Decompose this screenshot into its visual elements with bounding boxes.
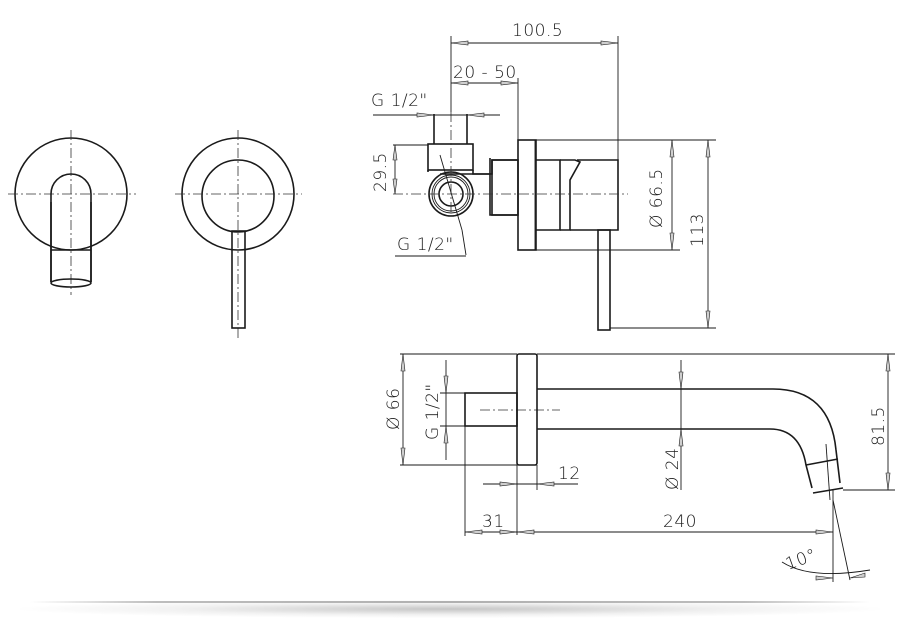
dim-spout-height: 81.5 <box>537 353 895 491</box>
label-spout-height: 81.5 <box>869 406 889 446</box>
dim-body-height: 29.5 <box>371 144 428 195</box>
label-spout-dia: Ø 24 <box>663 448 683 490</box>
dim-inlet-side: G 1/2" <box>395 235 466 257</box>
label-body-height: 29.5 <box>371 152 391 192</box>
side-view-mixer <box>393 112 628 331</box>
label-inlet-top: G 1/2" <box>371 91 428 111</box>
bottom-shadow <box>20 600 880 618</box>
dim-overall-depth: 100.5 <box>450 21 619 160</box>
dim-spout-dia: Ø 24 <box>663 360 684 490</box>
label-inlet-side: G 1/2" <box>397 235 454 255</box>
label-total-height: 113 <box>688 213 708 247</box>
dim-plate-thickness: 12 <box>483 464 581 535</box>
label-outlet-angle: 10° <box>783 545 820 575</box>
label-spout-length: 240 <box>663 512 697 532</box>
label-plate-dia: Ø 66.5 <box>647 168 667 228</box>
dim-inlet-top: G 1/2" <box>371 91 500 118</box>
dim-wall-adjust: 20 - 50 <box>450 63 519 140</box>
dim-spout-thread: G 1/2" <box>423 360 465 460</box>
front-view-mixer <box>175 130 302 338</box>
dim-plate-dia: Ø 66.5 <box>536 139 680 251</box>
label-thread-length: 31 <box>482 512 505 532</box>
side-view-spout <box>464 353 844 501</box>
front-view-spout <box>8 130 136 295</box>
label-spout-plate-dia: Ø 66 <box>384 388 404 430</box>
bottom-divider <box>30 601 870 603</box>
dim-outlet-angle: 10° <box>781 499 871 581</box>
dim-total-height: 113 <box>610 139 716 329</box>
label-spout-thread: G 1/2" <box>423 383 443 440</box>
label-overall-depth: 100.5 <box>512 21 563 41</box>
dim-thread-and-spout-length: 31 240 <box>464 426 834 582</box>
label-plate-thickness: 12 <box>558 464 581 484</box>
label-wall-adjust: 20 - 50 <box>453 63 517 83</box>
dim-spout-plate-dia: Ø 66 <box>384 353 517 466</box>
